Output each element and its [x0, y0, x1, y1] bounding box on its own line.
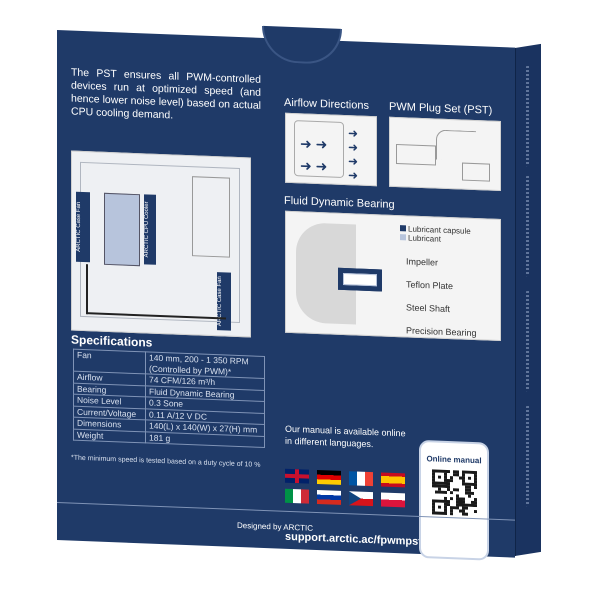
part-teflon-plate: Teflon Plate — [406, 279, 454, 292]
flag-fr-icon[interactable] — [349, 471, 373, 487]
flag-cz-icon[interactable] — [349, 491, 373, 507]
flag-uk-icon[interactable] — [285, 468, 309, 484]
fdb-title: Fluid Dynamic Bearing — [284, 194, 395, 211]
arrow-icon: ➜➜➜➜ — [348, 126, 359, 183]
flag-de-icon[interactable] — [317, 469, 341, 485]
flag-it-icon[interactable] — [285, 488, 309, 504]
cpu-cooler-label: ARCTIC CPU Cooler — [144, 194, 156, 265]
phone-qr-graphic: Online manual — [419, 439, 489, 561]
box-flap — [262, 25, 342, 65]
qr-label: Online manual — [426, 454, 482, 466]
spec-key: Fan — [73, 349, 146, 374]
qr-code[interactable] — [431, 469, 477, 517]
pst-title: PWM Plug Set (PST) — [389, 100, 493, 117]
pc-case-diagram: ARCTIC Case Fan ARCTIC CPU Cooler ARCTIC… — [71, 150, 251, 338]
airflow-title: Airflow Directions — [284, 96, 369, 112]
pst-diagram — [389, 116, 501, 192]
case-fan-label: ARCTIC Case Fan — [76, 191, 90, 263]
airflow-diagram: ➜ ➜➜ ➜ ➜➜➜➜ — [285, 112, 377, 187]
arrow-icon: ➜ ➜➜ ➜ — [300, 135, 328, 175]
box-side-panel — [515, 43, 541, 556]
specs-title: Specifications — [71, 332, 153, 350]
language-flags — [285, 468, 405, 508]
box-back-panel: The PST ensures all PWM-controlled devic… — [57, 25, 515, 561]
flag-pl-icon[interactable] — [381, 492, 405, 508]
designed-by: Designed by ARCTIC — [237, 520, 314, 533]
part-precision-bearing: Precision Bearing — [406, 325, 477, 339]
spec-key: Weight — [73, 428, 146, 443]
fdb-diagram: Lubricant capsule Lubricant Impeller Tef… — [285, 210, 501, 342]
support-url[interactable]: support.arctic.ac/fpwmpst — [285, 530, 422, 549]
part-impeller: Impeller — [406, 256, 439, 268]
specs-note: *The minimum speed is tested based on a … — [71, 454, 261, 469]
part-steel-shaft: Steel Shaft — [406, 302, 451, 315]
flag-es-icon[interactable] — [381, 472, 405, 488]
flag-ru-icon[interactable] — [317, 489, 341, 505]
legend-lubricant: Lubricant — [408, 233, 441, 244]
intro-text: The PST ensures all PWM-controlled devic… — [71, 66, 261, 122]
manual-text: Our manual is available online in differ… — [285, 423, 406, 450]
